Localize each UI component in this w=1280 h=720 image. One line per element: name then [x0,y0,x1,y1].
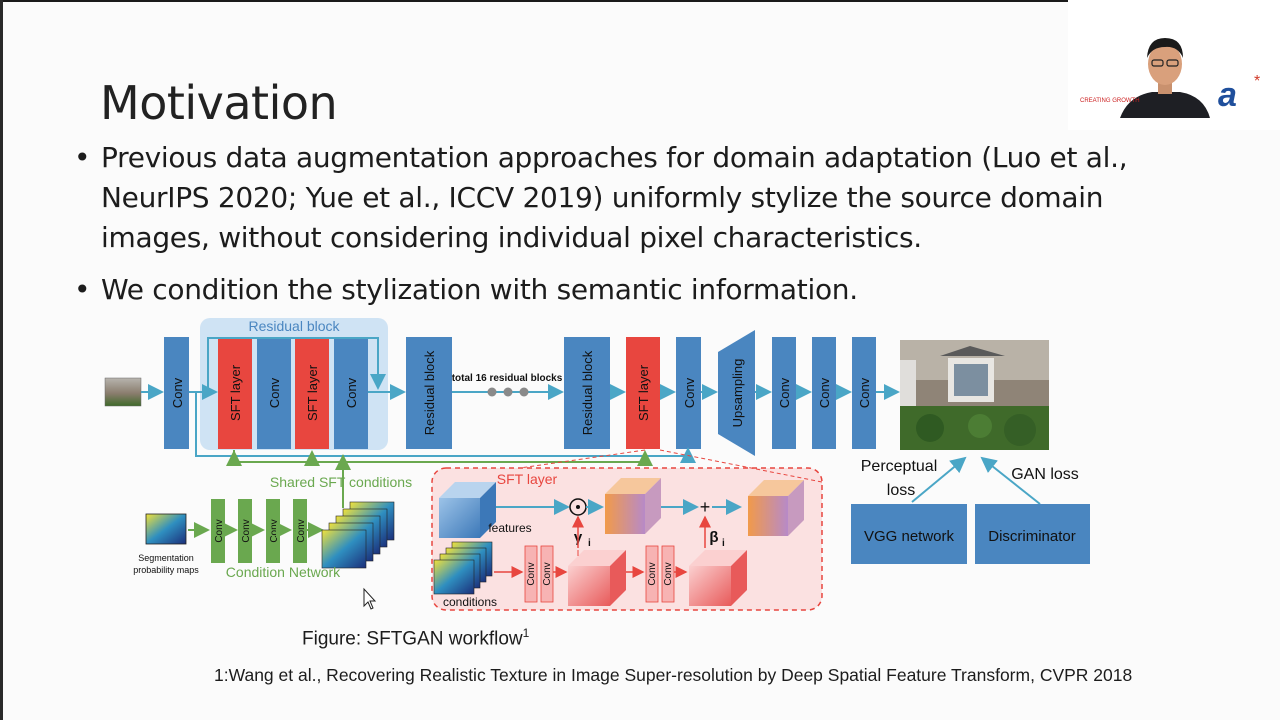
sft-conv [645,545,659,603]
sft-layer-label: SFT layer [636,364,651,421]
conv-block [852,337,876,449]
figure-caption: Figure: SFTGAN workflow1 [302,626,529,650]
top-border [0,0,1068,2]
sft-conv [661,545,675,603]
sft-conv [540,545,554,603]
slide-title: Motivation [100,76,338,130]
vgg-network-box [851,504,967,564]
upsampling-block [718,330,755,456]
conv-label: Conv [647,562,658,585]
vgg-network-label: VGG network [864,528,955,545]
figure-caption-text: Figure: SFTGAN workflow [302,628,523,650]
residual-block-label: Residual block [248,318,340,334]
conv-label: Conv [542,562,553,585]
bullet-list: • Previous data augmentation approaches … [74,138,1194,310]
bullet-item: • Previous data augmentation approaches … [74,138,1194,258]
footnote: 1:Wang et al., Recovering Realistic Text… [214,665,1133,685]
condition-conv [266,499,280,563]
condition-conv [238,499,252,563]
conv-label: Conv [682,377,697,408]
features-cube [439,482,496,538]
features-label: features [488,521,531,535]
condition-conv [293,499,307,563]
conv-label: Conv [663,562,674,585]
seg-maps-label-2: probability maps [133,565,199,575]
conv-block [257,337,291,449]
condition-feature-stack [321,501,395,569]
discriminator-label: Discriminator [988,528,1076,545]
conv-label: Conv [344,377,359,408]
sft-layer-label: SFT layer [228,364,243,421]
conv-label: Conv [214,519,225,542]
beta-symbol: β [709,529,718,546]
conv-label: Conv [267,377,282,408]
conv-label: Conv [817,377,832,408]
conv-label: Conv [170,377,185,408]
conv-block [812,337,836,449]
conv-label: Conv [526,562,537,585]
brand-star-icon: * [1254,73,1260,90]
residual-block [564,337,610,449]
sft-layer-block [626,337,660,449]
bullet-item: • We condition the stylization with sema… [74,270,1194,310]
logo-tagline: CREATING GROWTH [1080,98,1140,104]
residual-block-text: Residual block [422,350,437,435]
sft-layer-block [295,337,329,449]
brand-logo-icon: a [1218,76,1237,114]
conv-label: Conv [777,377,792,408]
add-symbol: + [700,497,711,517]
gamma-cube [568,550,626,606]
gamma-subscript: i [588,538,591,549]
left-border [0,0,3,720]
sft-layer-block [218,337,252,449]
bullet-dot: • [74,273,91,306]
beta-cube [689,550,747,606]
gan-loss-label: GAN loss [1011,466,1079,483]
input-image-thumbnail [104,377,142,407]
output-house-image [900,340,1049,450]
bullet-dot: • [74,141,91,174]
conv-block [334,337,368,449]
conditions-label: conditions [443,595,497,609]
segmentation-map-thumbnail [145,513,187,545]
presenter-webcam-overlay: CREATING GROWTH a * [1068,0,1280,130]
figure-caption-footnote-ref: 1 [522,626,530,640]
bullet-text-2: We condition the stylization with semant… [101,273,858,306]
bullet-text-1: Previous data augmentation approaches fo… [101,141,1128,254]
sft-layer-label: SFT layer [305,364,320,421]
beta-subscript: i [722,538,725,549]
condition-conv [211,499,225,563]
seg-maps-label-1: Segmentation [138,553,194,563]
conv-label: Conv [269,519,280,542]
sft-panel-title: SFT layer [497,471,558,487]
residual-block-text: Residual block [580,350,595,435]
residual-block [406,337,452,449]
conv-label: Conv [296,519,307,542]
scaled-features-cube [605,478,661,534]
conv-block [164,337,189,449]
sft-conv [524,545,538,603]
upsampling-label: Upsampling [730,359,745,428]
conv-block [772,337,796,449]
conv-block [676,337,701,449]
total-residual-blocks-label: total 16 residual blocks [452,373,563,384]
perceptual-loss-label-2: loss [887,482,915,499]
condition-network-label: Condition Network [226,564,341,580]
conv-label: Conv [241,519,252,542]
conv-label: Conv [857,377,872,408]
discriminator-box [975,504,1090,564]
output-features-cube [748,480,804,536]
presenter-video: CREATING GROWTH a * [1068,0,1280,130]
perceptual-loss-label-1: Perceptual [861,458,938,475]
mouse-cursor-icon [363,587,377,610]
sftgan-workflow-figure: Residual block Conv SFT layer Conv SFT l… [104,318,1090,611]
shared-sft-conditions-label: Shared SFT conditions [270,474,412,490]
conditions-stack [433,541,493,595]
